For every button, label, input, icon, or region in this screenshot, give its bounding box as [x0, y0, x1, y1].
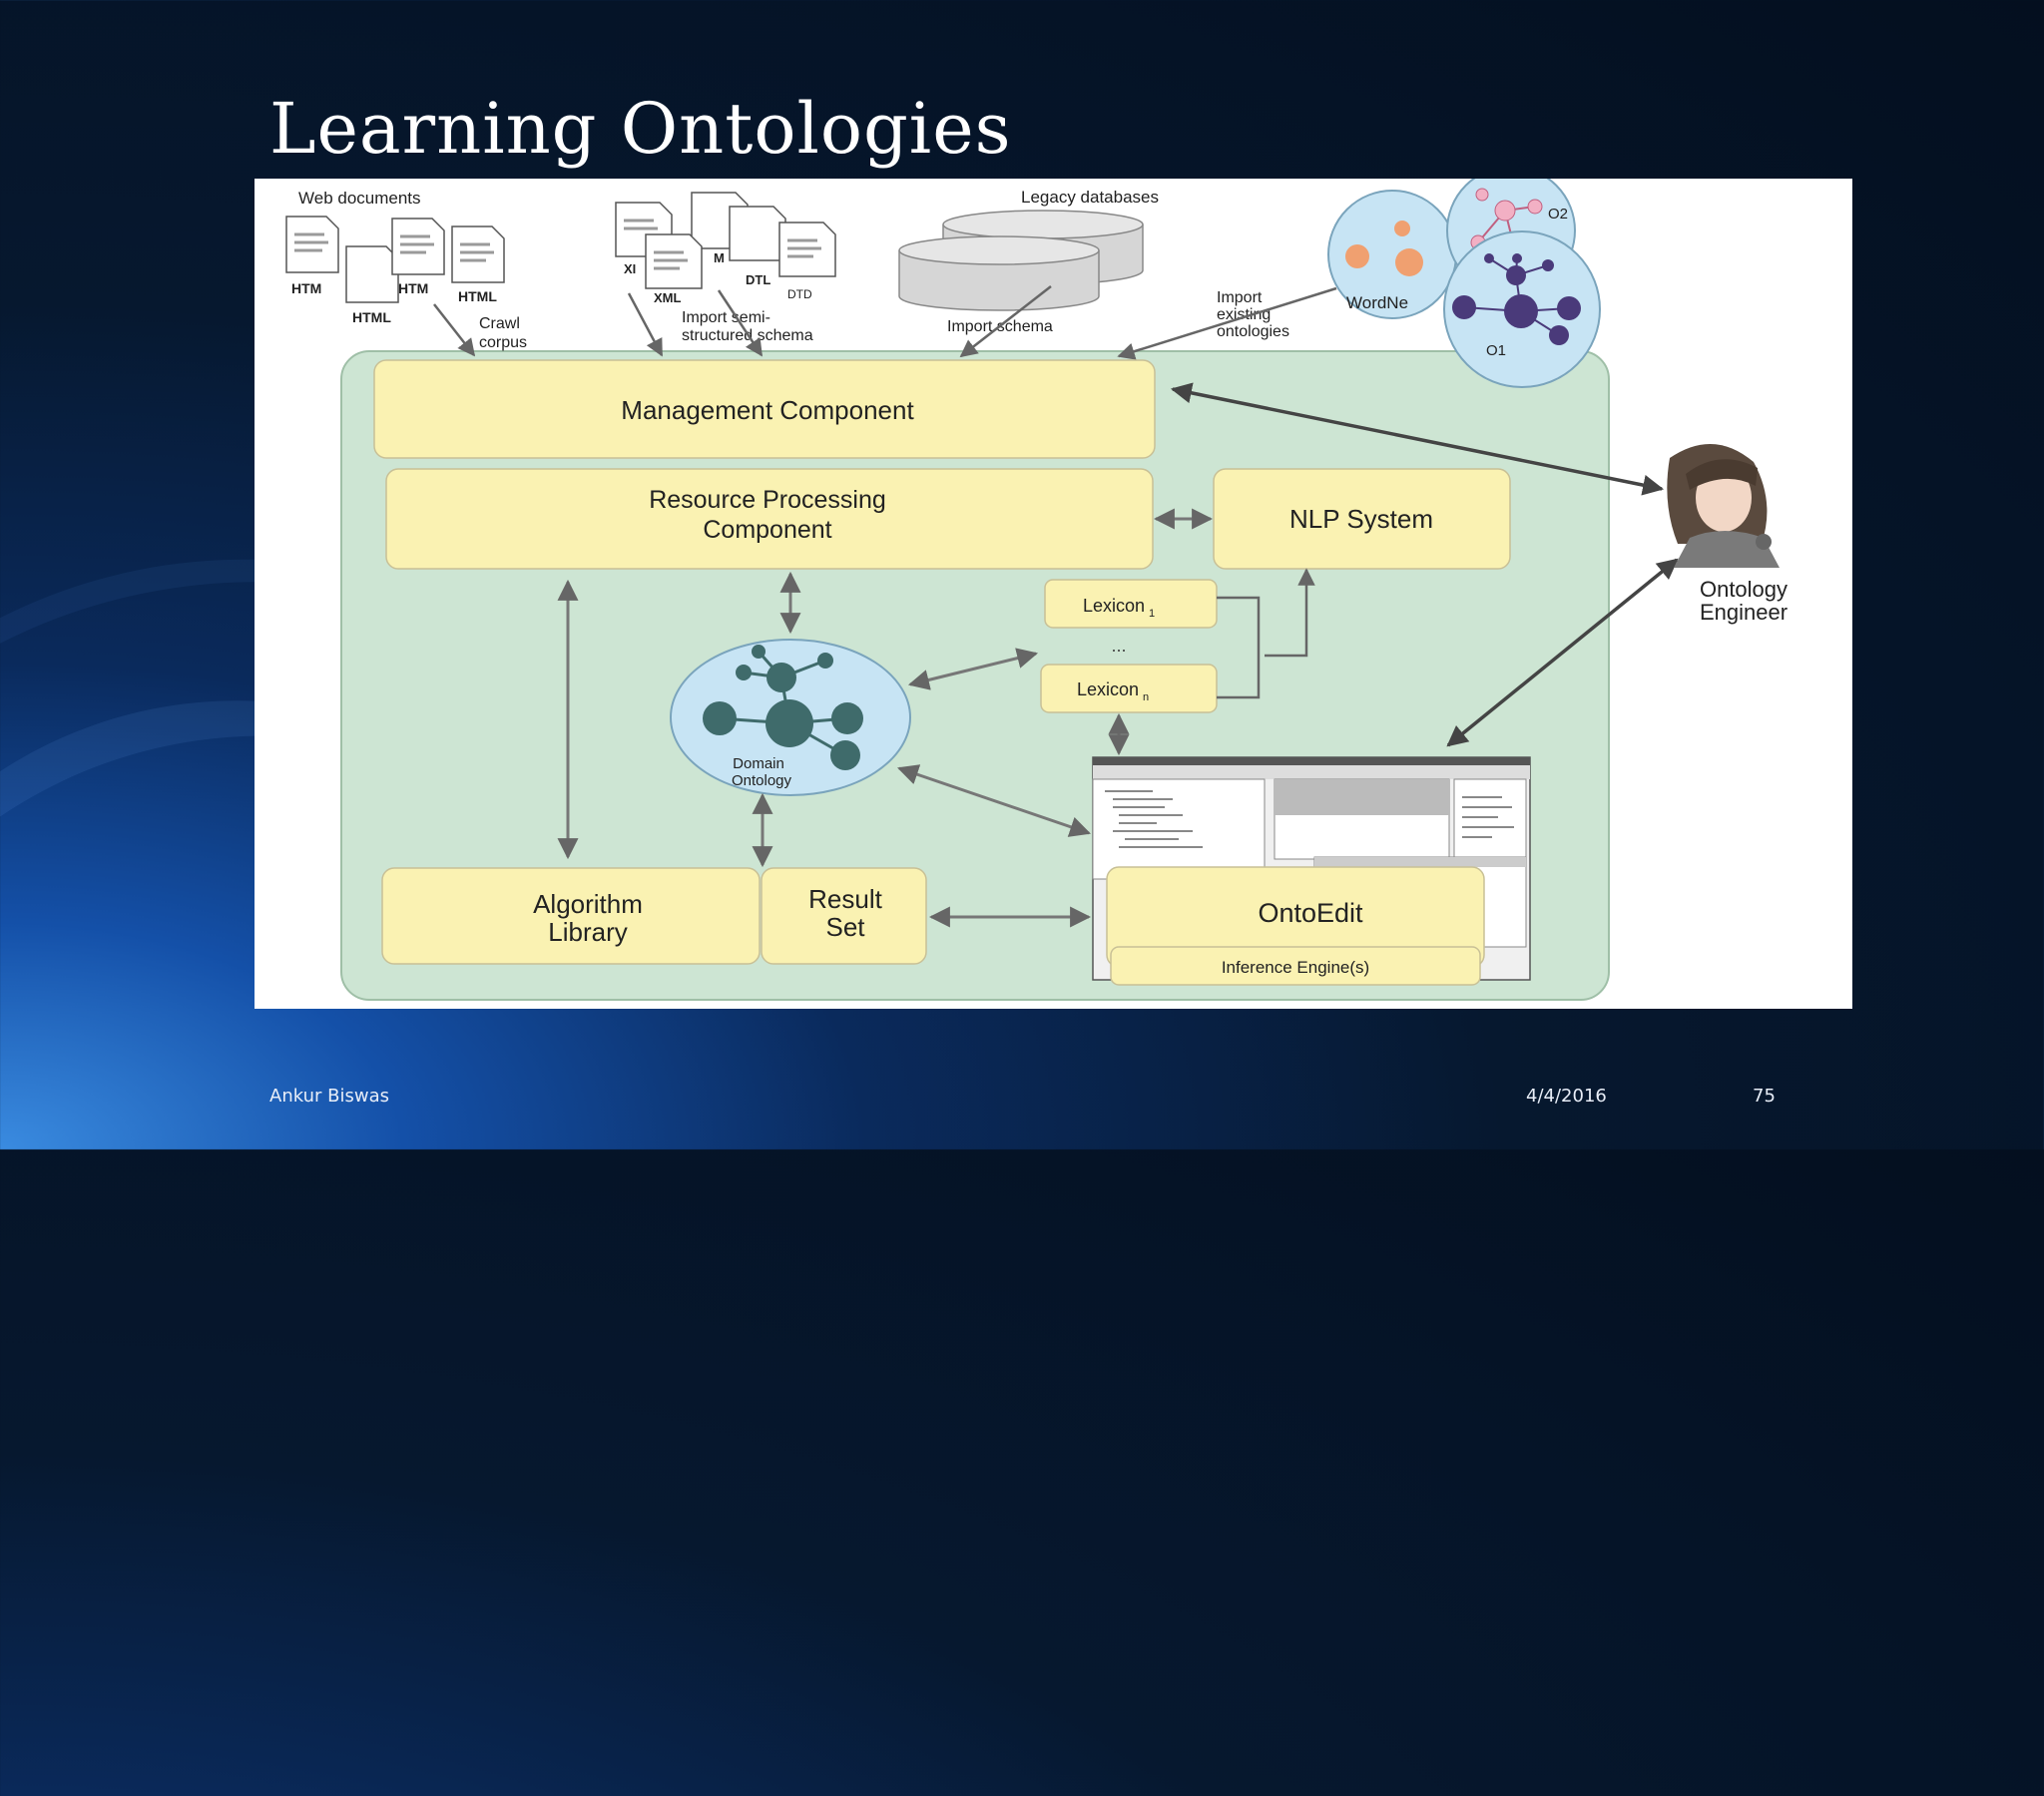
legacy-databases-label: Legacy databases — [1021, 188, 1159, 207]
result-set-label-line2: Set — [825, 912, 865, 942]
resource-processing-box — [385, 468, 1154, 570]
result-set-box — [761, 867, 927, 965]
resource-processing-label-line2: Component — [703, 516, 831, 544]
algorithm-library-label-line2: Library — [548, 917, 627, 947]
lexicon-dots: ... — [1111, 636, 1126, 656]
ontology-learning-diagram: Web documents HTM HTM HTML HTML XI XML M… — [285, 179, 1788, 1001]
import-semi-label-line1: Import semi- — [682, 309, 770, 326]
xml-label-3: M — [714, 250, 725, 265]
input-arrows — [433, 285, 1337, 360]
source-ontologies — [1327, 179, 1601, 388]
domain-ontology-label-line1: Domain — [733, 755, 784, 772]
o1-label: O1 — [1486, 342, 1506, 359]
html-label-4: HTML — [352, 309, 391, 325]
html-label-2: HTM — [398, 280, 428, 296]
lexicon-1-subscript: 1 — [1149, 608, 1155, 620]
engineer-photo — [1667, 443, 1780, 568]
management-component-label: Management Component — [621, 395, 914, 425]
crawl-label-line2: corpus — [479, 334, 527, 351]
lexicon-1-box — [1044, 579, 1218, 629]
inference-engine-box — [1110, 946, 1481, 986]
lexicon-1-text: Lexicon 1 — [1083, 596, 1155, 620]
database-icon — [898, 210, 1144, 311]
algorithm-library-box — [381, 867, 761, 965]
import-existing-label-line2: existing — [1217, 306, 1271, 323]
slide-title: Learning Ontologies — [269, 88, 1012, 170]
lexicon-n-label: Lexicon — [1077, 679, 1139, 699]
domain-ontology-label-line2: Ontology — [732, 772, 792, 789]
footer-author: Ankur Biswas — [269, 1086, 389, 1107]
xml-label-5: DTD — [787, 287, 812, 301]
result-set-label-line1: Result — [808, 884, 882, 914]
html-label-3: HTML — [458, 288, 497, 304]
engineer-label-line1: Ontology — [1700, 577, 1788, 602]
management-component-box — [373, 359, 1156, 459]
xml-text-lines — [624, 219, 821, 270]
import-existing-label-line1: Import — [1217, 289, 1263, 306]
engineer-label-line2: Engineer — [1700, 600, 1788, 625]
footer-date: 4/4/2016 — [1526, 1086, 1607, 1107]
resource-processing-label-line1: Resource Processing — [649, 486, 886, 514]
wordnet-label: WordNe — [1346, 293, 1408, 312]
internal-arrows — [557, 508, 1214, 928]
html-document-icons — [285, 216, 505, 303]
lexicon-n-box — [1040, 664, 1218, 713]
engineer-arrows — [1170, 382, 1679, 747]
xml-label-2: XML — [654, 290, 682, 305]
lexicon-bracket-connector — [1217, 568, 1315, 699]
import-existing-label-line3: ontologies — [1217, 323, 1289, 340]
algorithm-library-label-line1: Algorithm — [533, 889, 643, 919]
crawl-label-line1: Crawl — [479, 315, 520, 332]
web-documents-label: Web documents — [298, 189, 421, 208]
o2-label: O2 — [1548, 206, 1568, 223]
diagram-panel: Web documents HTM HTM HTML HTML XI XML M… — [255, 179, 1852, 1009]
lexicon-n-subscript: n — [1143, 691, 1149, 703]
document-text-lines — [294, 232, 494, 262]
xml-label-4: DTL — [746, 272, 770, 287]
footer-page-number: 75 — [1753, 1086, 1776, 1107]
nlp-system-label: NLP System — [1289, 504, 1433, 534]
ontoedit-label: OntoEdit — [1258, 898, 1363, 928]
inference-engine-label: Inference Engine(s) — [1222, 958, 1369, 977]
lexicon-n-text: Lexicon n — [1077, 679, 1149, 703]
domain-ontology-nodes — [703, 645, 863, 770]
xml-label-1: XI — [624, 261, 636, 276]
html-label-1: HTM — [291, 280, 321, 296]
lexicon-1-label: Lexicon — [1083, 596, 1145, 616]
